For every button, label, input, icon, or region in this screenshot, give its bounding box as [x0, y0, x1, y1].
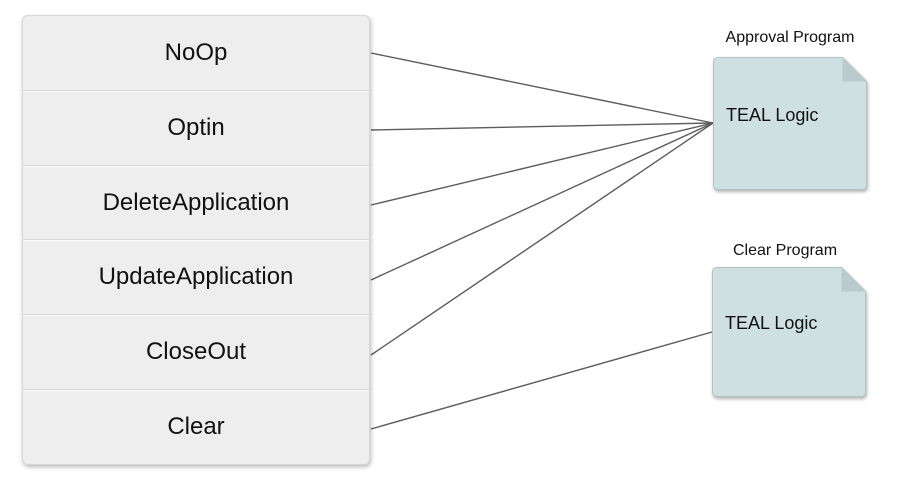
operation-label: NoOp [164, 38, 228, 66]
operation-closeout: CloseOut [23, 314, 369, 389]
operation-deleteapplication: DeleteApplication [23, 164, 369, 240]
approval-program-title: Approval Program [725, 29, 855, 46]
connector-clear-to-clearprog [370, 331, 713, 430]
clear-program-content: TEAL Logic [725, 313, 818, 333]
operation-label: DeleteApplication [102, 188, 290, 216]
operation-label: Optin [167, 113, 225, 141]
document-shape-icon [712, 267, 866, 397]
connector-optin-to-approval [370, 122, 714, 131]
operation-label: UpdateApplication [98, 263, 294, 291]
connector-update-to-approval [370, 122, 714, 281]
document-shape-icon [713, 57, 867, 190]
operation-label: CloseOut [145, 338, 247, 366]
approval-program-doc: TEAL Logic [713, 57, 867, 190]
operation-noop: NoOp [23, 16, 369, 90]
clear-program-doc: TEAL Logic [712, 267, 866, 397]
clear-program-title: Clear Program [732, 242, 838, 259]
operation-label: Clear [167, 413, 225, 441]
connector-delete-to-approval [370, 122, 714, 206]
connector-closeout-to-approval [370, 122, 714, 356]
approval-program-content: TEAL Logic [726, 105, 819, 125]
operation-optin: Optin [23, 89, 369, 165]
connector-noop-to-approval [370, 52, 714, 124]
operation-clear: Clear [23, 389, 369, 464]
operation-updateapplication: UpdateApplication [23, 239, 369, 314]
operation-stack: NoOp Optin DeleteApplication UpdateAppli… [22, 15, 370, 465]
